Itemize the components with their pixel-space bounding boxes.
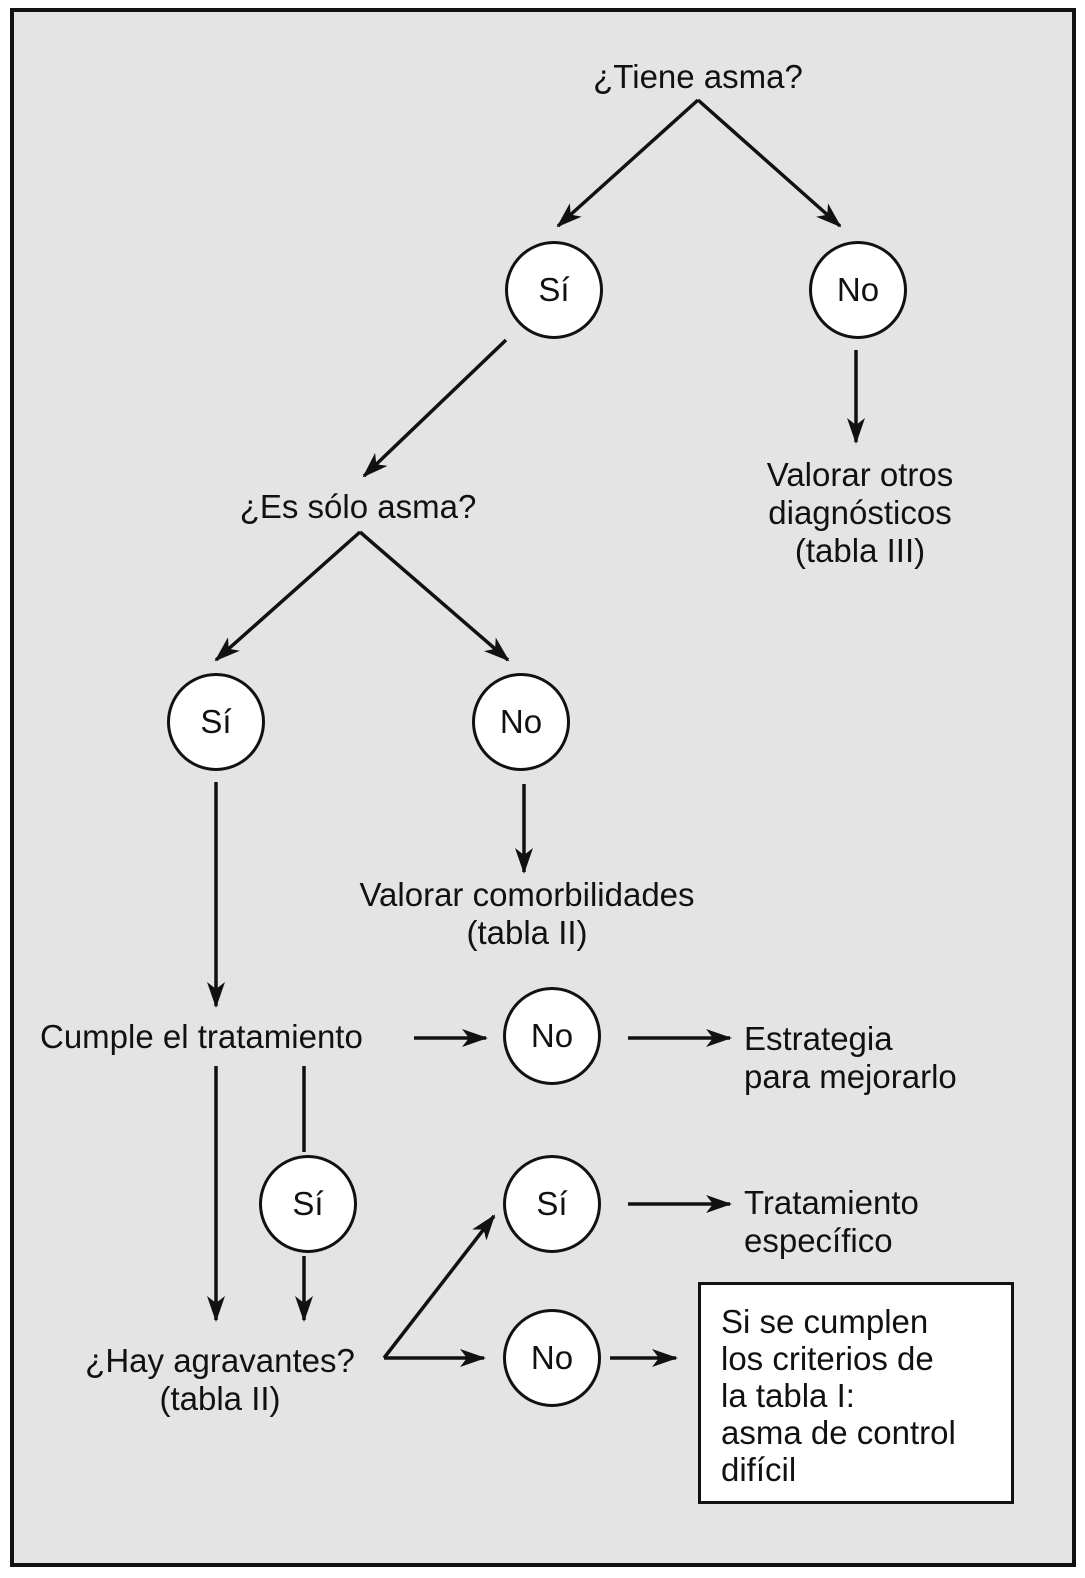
node-q1-no: No	[809, 241, 907, 339]
node-q2-yes: Sí	[167, 673, 265, 771]
node-q3-no: No	[503, 987, 601, 1085]
label-tratamiento-especifico: Tratamiento específico	[744, 1184, 919, 1259]
arrow-q4-to-yes4	[382, 1214, 496, 1360]
node-q4-yes: Sí	[503, 1155, 601, 1253]
node-q1-yes: Sí	[505, 241, 603, 339]
label-valorar-comorbilidades: Valorar comorbilidades (tabla II)	[359, 876, 695, 951]
question-tiene-asma: ¿Tiene asma?	[593, 58, 803, 95]
arrow-q1-to-yes	[556, 98, 700, 228]
result-box-asma-control-dificil: Si se cumplen los criterios de la tabla …	[698, 1282, 1014, 1504]
arrow-yes1-to-q2	[362, 338, 508, 478]
label-valorar-otros-diagnosticos: Valorar otros diagnósticos (tabla III)	[766, 456, 954, 569]
question-cumple-tratamiento: Cumple el tratamiento	[40, 1018, 363, 1055]
node-q2-no: No	[472, 673, 570, 771]
arrow-q2-to-yes	[214, 530, 362, 662]
question-hay-agravantes: ¿Hay agravantes? (tabla II)	[85, 1342, 355, 1417]
label-estrategia-mejorarlo: Estrategia para mejorarlo	[744, 1020, 957, 1095]
node-q3-yes: Sí	[259, 1155, 357, 1253]
arrow-q2-to-no	[358, 530, 510, 662]
arrow-q1-to-no	[696, 98, 842, 228]
question-es-solo-asma: ¿Es sólo asma?	[239, 488, 477, 525]
node-q4-no: No	[503, 1309, 601, 1407]
